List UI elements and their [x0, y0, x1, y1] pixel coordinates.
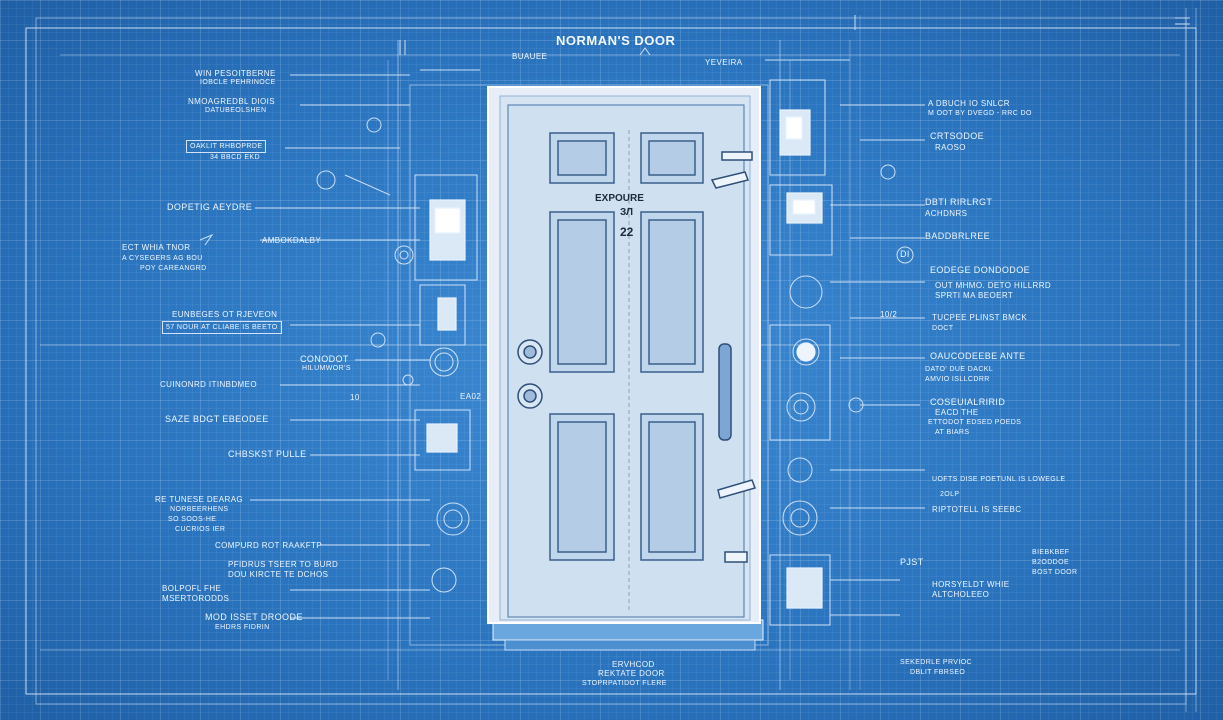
right-annotation: BOST DOOR — [1032, 569, 1078, 576]
left-annotation: CUCRIOS IER — [175, 526, 226, 533]
left-annotation: EHDRS FIDRIN — [215, 624, 270, 631]
right-annotation: DI — [900, 249, 910, 259]
left-annotation: DOU KIRCTE TE DCHOS — [228, 570, 329, 579]
top-label: BUAUEE — [512, 52, 548, 61]
left-annotation: AMBOKDALBY — [262, 236, 322, 245]
left-annotation: ECT WHIA TNOR — [122, 243, 191, 252]
outer-frame — [25, 27, 1197, 695]
left-annotation: EUNBEGES OT RJEVEON — [172, 310, 278, 319]
diagram-title: NORMAN'S DOOR — [556, 33, 676, 48]
left-annotation: RE TUNESE DEARAG — [155, 495, 244, 504]
right-annotation: DOCT — [932, 325, 954, 332]
dimension-label: 10/2 — [880, 310, 898, 319]
right-annotation: SEKEDRLE PRVIOC — [900, 659, 973, 666]
left-annotation: OAKLIT RHBOPRDE — [186, 140, 267, 153]
bottom-label: ERVHCOD — [612, 660, 655, 669]
left-annotation: SAZE BDGT EBEODEE — [165, 414, 269, 424]
right-annotation: COSEUIALRIRID — [930, 397, 1006, 407]
left-annotation: CUINONRD ITINBDMEO — [160, 380, 257, 389]
right-annotation: PJST — [900, 557, 924, 567]
right-annotation: BADDBRLREE — [925, 231, 991, 241]
left-annotation: PFIDRUS TSEER TO BURD — [228, 560, 339, 569]
right-annotation: AMVIO ISLLCDRR — [925, 376, 990, 383]
door-label: ЗЛ — [620, 207, 634, 218]
right-annotation: RIPTOTELL IS SEEBC — [932, 505, 1022, 514]
right-annotation: B2ODDOE — [1032, 559, 1070, 566]
left-annotation: COMPURD ROT RAAKFTP — [215, 541, 323, 550]
right-annotation: 2OLP — [940, 491, 960, 498]
right-annotation: ACHDNRS — [925, 209, 968, 218]
right-annotation: ETTODOT EDSED POEDS — [928, 419, 1022, 426]
right-annotation: SPRTI MA BEOERT — [935, 291, 1014, 300]
left-annotation: MOD ISSET DROODE — [205, 612, 303, 622]
right-annotation: HORSYELDT WHIE — [932, 580, 1010, 589]
left-annotation: NMOAGREDBL DIOIS — [188, 97, 276, 106]
left-annotation: IOBCLE PEHRINOCE — [200, 79, 276, 86]
door-number: 22 — [620, 225, 634, 239]
left-annotation: POY CAREANGRD — [140, 265, 207, 272]
left-annotation: MSERTORODDS — [162, 594, 230, 603]
right-annotation: OUT MHMO. DETO HILLRRD — [935, 281, 1052, 290]
right-annotation: M OOT BY DVEGD - RRC DO — [928, 110, 1032, 117]
right-annotation: A DBUCH IO SNLCR — [928, 99, 1010, 108]
left-annotation: CONODOT — [300, 354, 349, 364]
left-annotation: WIN PESOITBERNE — [195, 69, 276, 78]
bottom-label: REKTATE DOOR — [598, 669, 665, 678]
left-annotation: DOPETIG AEYDRE — [167, 202, 253, 212]
left-annotation: CHBSKST PULLE — [228, 449, 307, 459]
door-label: EXPOURE — [595, 193, 644, 204]
right-annotation: ALTCHOLEEO — [932, 590, 990, 599]
right-annotation: DBTI RIRLRGT — [925, 197, 993, 207]
dimension-label: EA02 — [460, 392, 482, 401]
push-plate — [718, 343, 732, 441]
right-annotation: EACD THE — [935, 408, 979, 417]
right-annotation: CRTSODOE — [930, 131, 985, 141]
right-annotation: UOFTS DISE POETUNL IS LOWEGLE — [932, 476, 1066, 483]
right-annotation: DATO' DUE DACKL — [925, 366, 994, 373]
left-annotation: 34 BBCD EKD — [210, 154, 260, 161]
left-annotation: 57 NOUR AT CLIABE IS BEETO — [162, 321, 282, 334]
left-annotation: BOLPOFL FHE — [162, 584, 222, 593]
right-annotation: EODEGE DONDODOE — [930, 265, 1031, 275]
left-annotation: NORBEERHENS — [170, 506, 229, 513]
left-annotation: HILUMWOR'S — [302, 365, 351, 372]
right-annotation: TUCPEE PLINST BMCK — [932, 313, 1028, 322]
door-leaf — [507, 104, 745, 618]
right-annotation: RAOSO — [935, 143, 966, 152]
right-annotation: BIEBKBEF — [1032, 549, 1070, 556]
left-annotation: DATUBEOLSHEN — [205, 107, 267, 114]
left-annotation: A CYSEGERS AG BOU — [122, 255, 203, 262]
right-annotation: OAUCODEEBE ANTE — [930, 351, 1026, 361]
dimension-label: 10 — [350, 393, 360, 402]
top-label: YEVEIRA — [705, 58, 743, 67]
right-annotation: AT BIARS — [935, 429, 970, 436]
right-annotation: DBLIT FBRSEO — [910, 669, 966, 676]
left-annotation: SO SOOS-HE — [168, 516, 217, 523]
bottom-label: STOPRPATIDOT FLERE — [582, 680, 667, 687]
